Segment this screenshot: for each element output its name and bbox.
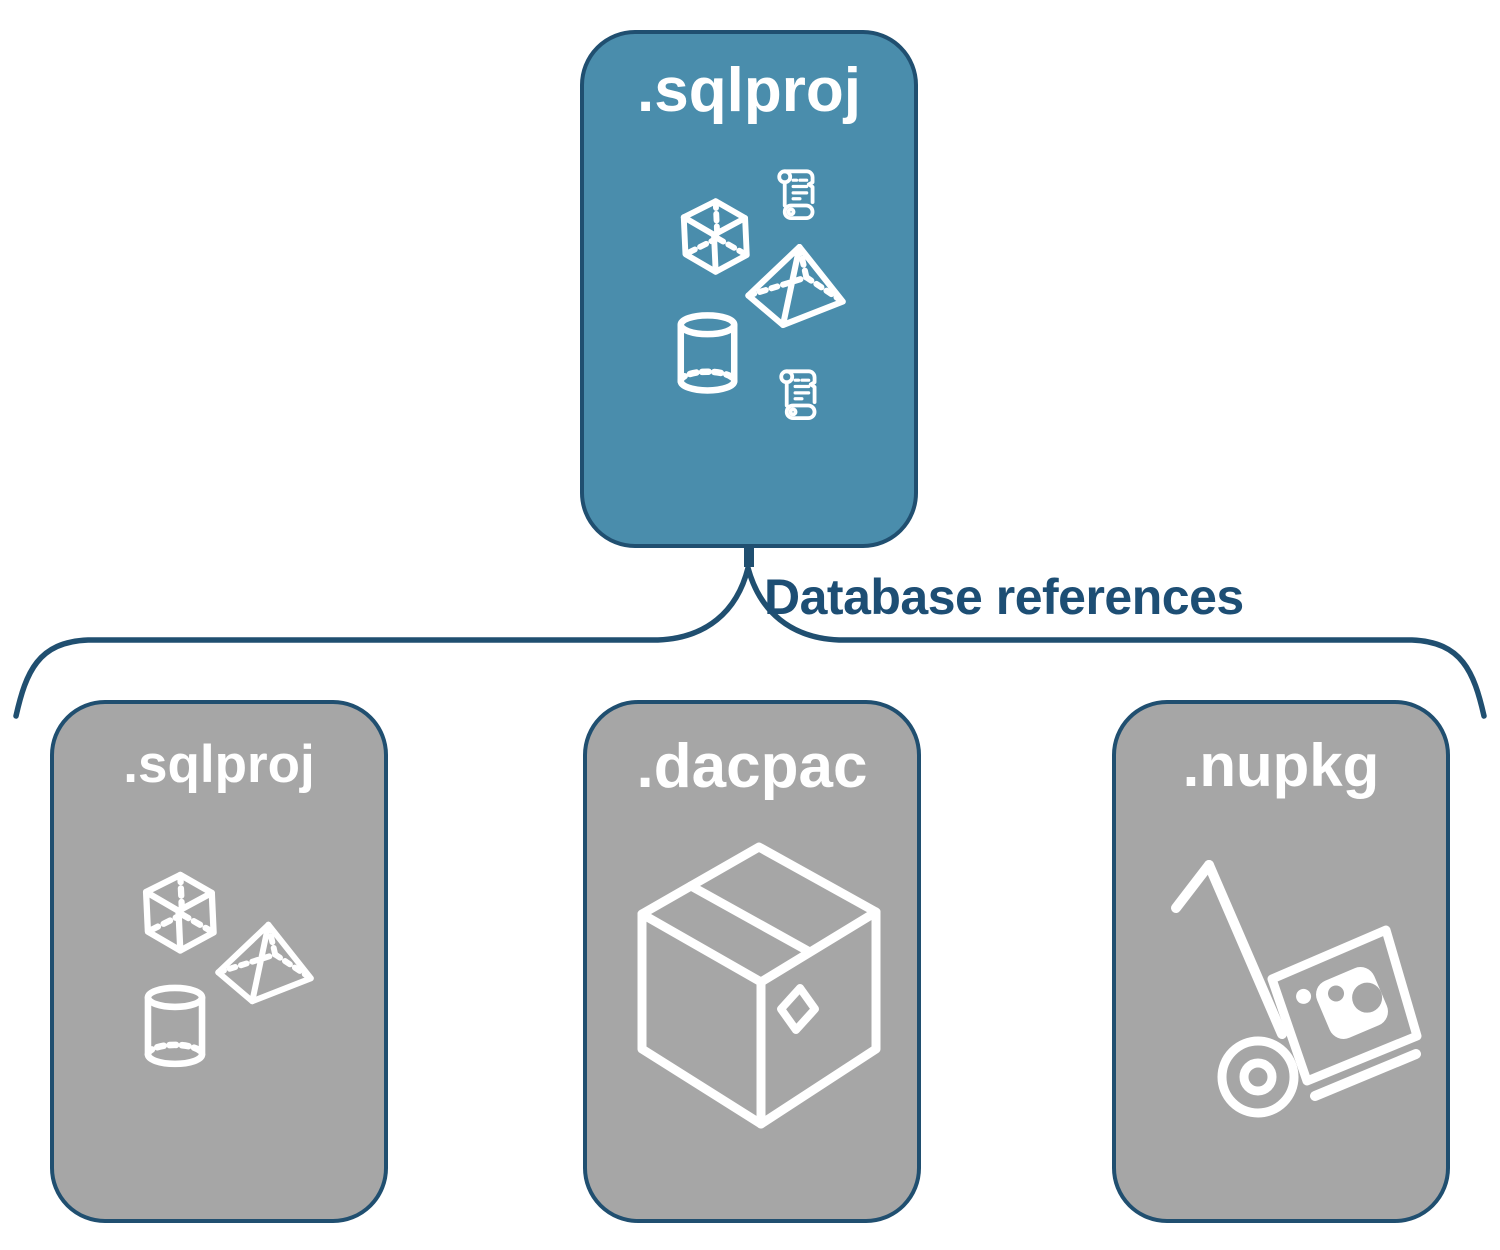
pyramid-icon <box>744 242 848 330</box>
child-node-nupkg: .nupkg <box>1112 700 1450 1223</box>
child-node-dacpac: .dacpac <box>583 700 921 1223</box>
nuget-hand-truck-icon <box>1171 860 1422 1118</box>
root-node-title: .sqlproj <box>637 56 861 125</box>
sql-script-icon <box>777 169 815 221</box>
package-box-icon <box>637 842 881 1129</box>
child-node-title: .nupkg <box>1182 732 1380 799</box>
child-node-sqlproj: .sqlproj <box>50 700 388 1223</box>
edge-label-database-references: Database references <box>764 569 1244 625</box>
pyramid-icon <box>214 918 316 1008</box>
root-node-sqlproj: .sqlproj <box>580 30 918 548</box>
child-node-title: .dacpac <box>636 732 868 801</box>
connector-brace <box>13 557 1487 719</box>
cube-icon <box>132 865 225 955</box>
child-node-title: .sqlproj <box>123 735 315 794</box>
database-cylinder-icon <box>675 312 740 396</box>
sql-script-icon <box>779 369 817 421</box>
database-cylinder-icon <box>142 985 208 1069</box>
